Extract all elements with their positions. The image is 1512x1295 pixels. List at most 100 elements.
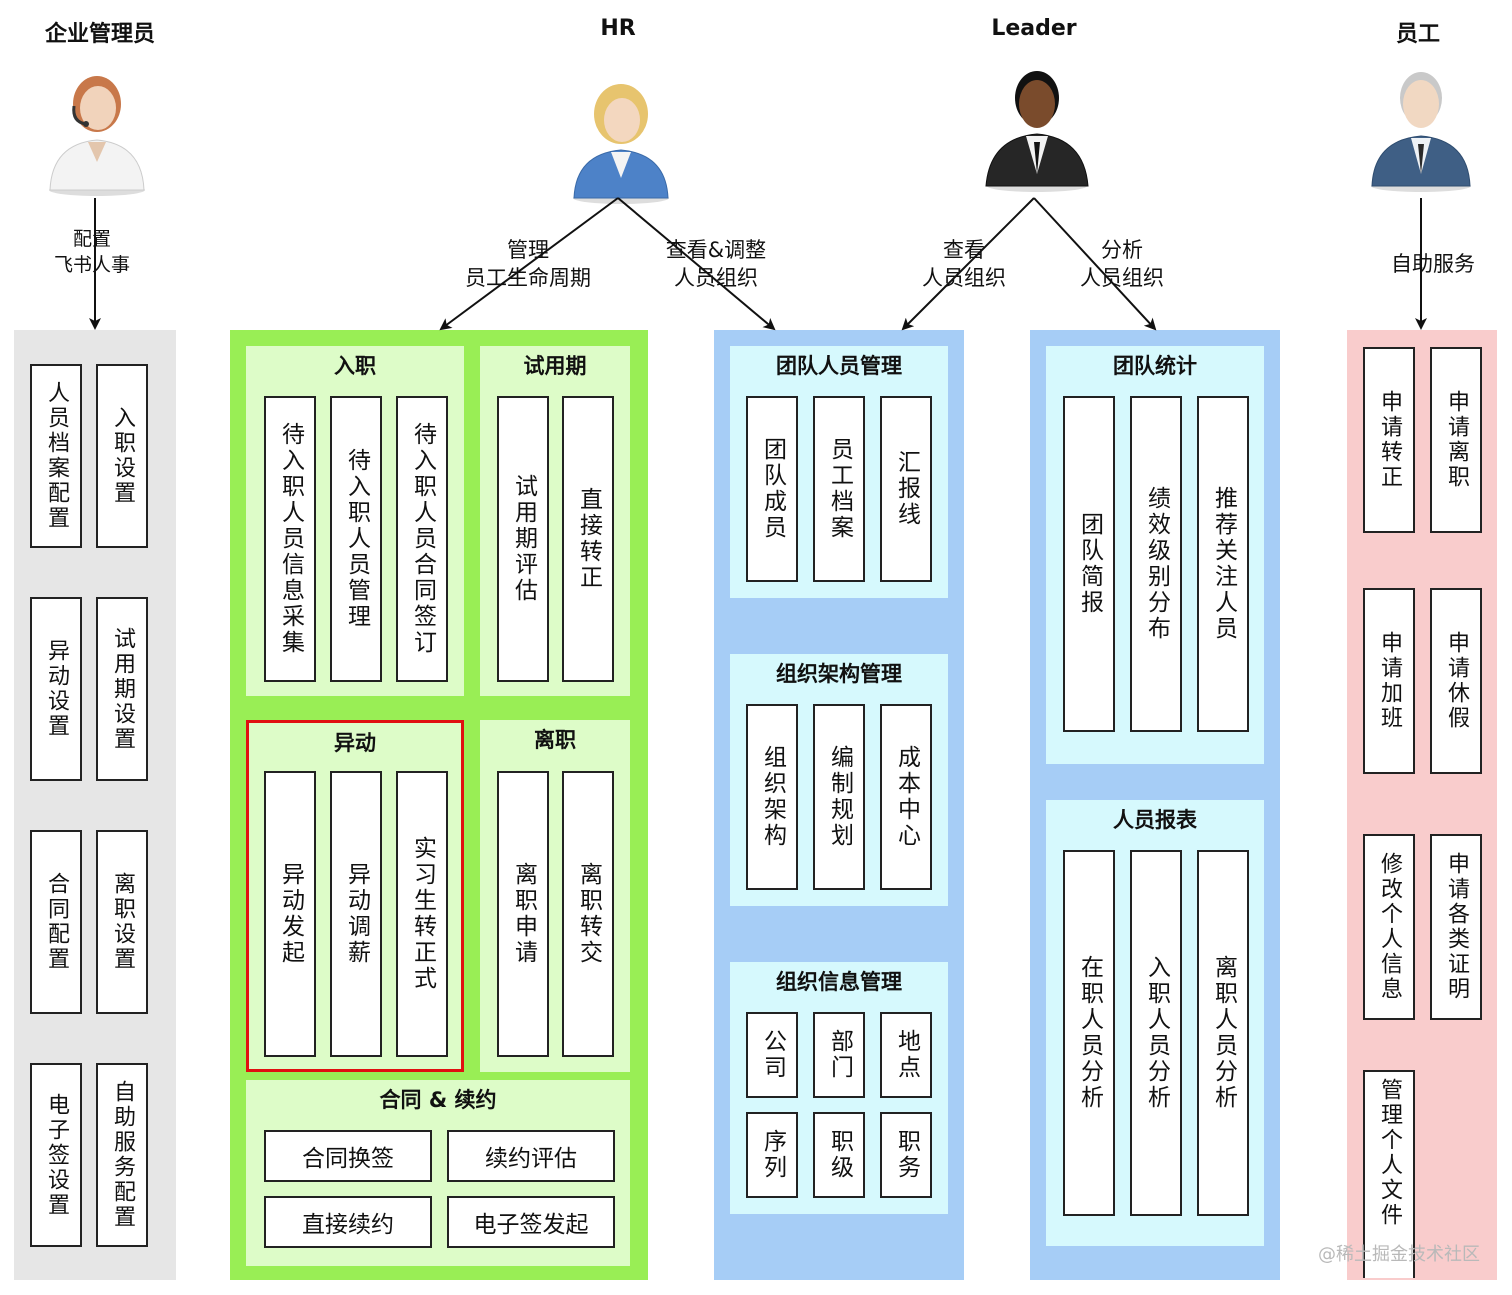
team-stat-item: 绩效级别分布	[1130, 396, 1182, 732]
item-label: 修改个人信息	[1377, 852, 1402, 1002]
item-label: 离职设置	[110, 872, 135, 972]
offboarding-item: 离职申请	[497, 771, 549, 1057]
item-label: 绩效级别分布	[1143, 486, 1170, 642]
panel-title: 试用期	[523, 354, 587, 378]
employee-item: 申请离职	[1430, 347, 1482, 533]
contract-item: 续约评估	[447, 1130, 615, 1182]
edge-label-admin-config: 配置 飞书人事	[42, 226, 142, 278]
transfer-item: 异动调薪	[330, 771, 382, 1057]
org-structure-item: 编制规划	[813, 704, 865, 890]
item-label: 序列	[759, 1129, 786, 1181]
item-label: 职级	[826, 1129, 853, 1181]
item-label: 离职申请	[510, 862, 537, 966]
employee-item: 管理个人文件	[1363, 1070, 1415, 1278]
item-label: 自助服务配置	[110, 1080, 135, 1230]
admin-item: 自助服务配置	[96, 1063, 148, 1247]
edge-line: 查看&调整 人员组织	[665, 238, 767, 290]
panel-title: 异动	[334, 731, 376, 755]
item-label: 实习生转正式	[409, 836, 436, 992]
org-structure-item: 组织架构	[746, 704, 798, 890]
item-label: 职务	[893, 1129, 920, 1181]
admin-item: 人员档案配置	[30, 364, 82, 548]
item-label: 离职人员分析	[1210, 955, 1237, 1111]
item-label: 推荐关注人员	[1210, 486, 1237, 642]
panel-title: 团队人员管理	[776, 354, 902, 378]
item-label: 组织架构	[759, 745, 786, 849]
onboarding-item: 待入职人员管理	[330, 396, 382, 682]
employee-item: 申请休假	[1430, 588, 1482, 774]
item-label: 待入职人员合同签订	[409, 422, 436, 656]
edge-line: 查看 人员组织	[922, 238, 1006, 290]
edge-line: 分析 人员组织	[1080, 238, 1164, 290]
admin-item: 异动设置	[30, 597, 82, 781]
hr-view-arrow	[617, 197, 776, 331]
people-report-item: 入职人员分析	[1130, 850, 1182, 1216]
item-label: 员工档案	[826, 437, 853, 541]
item-label: 在职人员分析	[1076, 955, 1103, 1111]
item-label: 异动设置	[44, 639, 69, 739]
probation-item: 直接转正	[562, 396, 614, 682]
item-label: 团队成员	[759, 437, 786, 541]
org-info-item: 职务	[880, 1112, 932, 1198]
onboarding-item: 待入职人员合同签订	[396, 396, 448, 682]
item-label: 部门	[826, 1029, 853, 1081]
admin-avatar-icon	[49, 76, 145, 196]
offboarding-item: 离职转交	[562, 771, 614, 1057]
admin-item: 试用期设置	[96, 597, 148, 781]
employee-item: 修改个人信息	[1363, 834, 1415, 1020]
leader-analyze-arrow	[1033, 197, 1157, 331]
panel-title: 离职	[534, 728, 576, 752]
edge-label-hr-view: 查看&调整 人员组织	[646, 236, 786, 292]
watermark: @稀土掘金技术社区	[1318, 1244, 1480, 1265]
leader-view-arrow	[901, 197, 1035, 331]
item-label: 成本中心	[893, 745, 920, 849]
item-label: 编制规划	[826, 745, 853, 849]
item-label: 汇报线	[893, 450, 920, 528]
item-label: 异动调薪	[343, 862, 370, 966]
team-member-item: 汇报线	[880, 396, 932, 582]
item-label: 电子签设置	[44, 1092, 69, 1218]
panel-title: 组织信息管理	[776, 970, 902, 994]
edge-label-leader-analyze: 分析 人员组织	[1064, 236, 1180, 292]
panel-title: 入职	[334, 354, 376, 378]
item-label: 直接转正	[575, 487, 602, 591]
item-label: 申请离职	[1444, 390, 1469, 490]
edge-line: 配置 飞书人事	[53, 228, 130, 276]
item-label: 申请各类证明	[1444, 852, 1469, 1002]
panel-title: 人员报表	[1113, 808, 1197, 832]
role-title-employee: 员工	[1395, 22, 1440, 47]
item-label: 入职人员分析	[1143, 955, 1170, 1111]
item-label: 待入职人员信息采集	[277, 422, 304, 656]
item-label: 离职转交	[575, 862, 602, 966]
item-label: 试用期评估	[510, 474, 537, 604]
org-info-item: 职级	[813, 1112, 865, 1198]
edge-label-employee-self: 自助服务	[1380, 250, 1486, 278]
item-label: 地点	[893, 1029, 920, 1081]
transfer-item: 实习生转正式	[396, 771, 448, 1057]
team-stat-item: 团队简报	[1063, 396, 1115, 732]
people-report-item: 离职人员分析	[1197, 850, 1249, 1216]
item-label: 合同配置	[44, 872, 69, 972]
item-label: 待入职人员管理	[343, 448, 370, 630]
onboarding-item: 待入职人员信息采集	[264, 396, 316, 682]
edge-label-leader-view: 查看 人员组织	[906, 236, 1022, 292]
role-title-leader: Leader	[991, 16, 1077, 41]
org-structure-item: 成本中心	[880, 704, 932, 890]
probation-item: 试用期评估	[497, 396, 549, 682]
item-label: 异动发起	[277, 862, 304, 966]
item-label: 团队简报	[1076, 512, 1103, 616]
admin-item: 离职设置	[96, 830, 148, 1014]
item-label: 公司	[759, 1029, 786, 1081]
item-label: 人员档案配置	[44, 381, 69, 531]
item-label: 入职设置	[110, 406, 135, 506]
employee-item: 申请加班	[1363, 588, 1415, 774]
panel-title: 团队统计	[1113, 354, 1197, 378]
panel-title: 组织架构管理	[776, 662, 902, 686]
team-member-item: 团队成员	[746, 396, 798, 582]
team-member-item: 员工档案	[813, 396, 865, 582]
contract-item: 电子签发起	[447, 1196, 615, 1248]
employee-avatar-icon	[1371, 72, 1471, 192]
org-info-item: 公司	[746, 1012, 798, 1098]
item-label: 试用期设置	[110, 626, 135, 752]
